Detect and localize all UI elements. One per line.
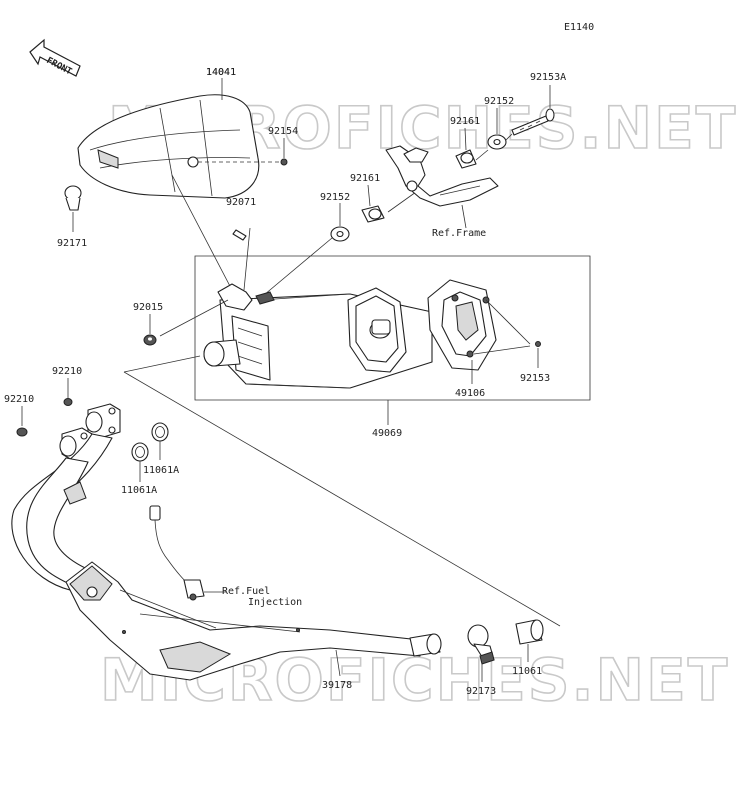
label-92015: 92015 bbox=[133, 302, 163, 313]
clamp-92171 bbox=[64, 185, 82, 211]
ref-fuel-label-1: Ref.Fuel bbox=[222, 586, 270, 597]
label-92161-lower: 92161 bbox=[350, 173, 380, 184]
header-flange-upper bbox=[85, 403, 121, 439]
diagram-code: E1140 bbox=[564, 22, 594, 33]
label-14041: 14041 bbox=[206, 67, 236, 78]
label-11061A-upper: 11061A bbox=[143, 465, 179, 476]
label-92161-upper: 92161 bbox=[450, 116, 480, 127]
label-92153A: 92153A bbox=[530, 72, 566, 83]
gasket-11061 bbox=[515, 619, 544, 645]
label-92154: 92154 bbox=[268, 126, 298, 137]
ref-fuel-label-2: Injection bbox=[248, 597, 302, 608]
label-92171: 92171 bbox=[57, 238, 87, 249]
bolt-92153A bbox=[511, 108, 555, 136]
collar-92161-upper bbox=[455, 149, 477, 169]
label-92152-upper: 92152 bbox=[484, 96, 514, 107]
heat-guard-cover bbox=[77, 94, 260, 199]
bolt-92154 bbox=[280, 158, 288, 166]
end-cap-outer bbox=[427, 279, 497, 371]
washer-92152-upper bbox=[487, 134, 507, 150]
label-92210-lower: 92210 bbox=[4, 394, 34, 405]
ref-frame-label: Ref.Frame bbox=[432, 228, 486, 239]
label-92153: 92153 bbox=[520, 373, 550, 384]
muffler-assembly-frame bbox=[194, 255, 591, 401]
washer-92152-lower bbox=[330, 226, 350, 242]
exhaust-pipe-39178 bbox=[65, 561, 421, 681]
label-92152-lower: 92152 bbox=[320, 192, 350, 203]
clamp-92173 bbox=[467, 624, 495, 665]
nut-92210-upper bbox=[63, 398, 73, 406]
label-92071: 92071 bbox=[226, 197, 256, 208]
label-39178: 39178 bbox=[322, 680, 352, 691]
label-11061A-lower: 11061A bbox=[121, 485, 157, 496]
nut-92210-lower bbox=[16, 427, 28, 437]
frame-bracket bbox=[385, 145, 499, 207]
label-49106: 49106 bbox=[455, 388, 485, 399]
collar-92161-lower bbox=[361, 205, 385, 223]
label-92210-upper: 92210 bbox=[52, 366, 82, 377]
label-11061: 11061 bbox=[512, 666, 542, 677]
end-cap-inner bbox=[347, 287, 407, 373]
front-arrow-icon: FRONT bbox=[29, 38, 81, 78]
spring-92071 bbox=[232, 229, 247, 241]
label-49069: 49069 bbox=[372, 428, 402, 439]
label-14041: 14041 bbox=[206, 67, 236, 78]
label-92173: 92173 bbox=[466, 686, 496, 697]
screw-92153 bbox=[535, 341, 541, 347]
nut-92015 bbox=[143, 334, 157, 346]
pipe-end bbox=[409, 633, 442, 657]
o2-sensor bbox=[149, 505, 205, 601]
